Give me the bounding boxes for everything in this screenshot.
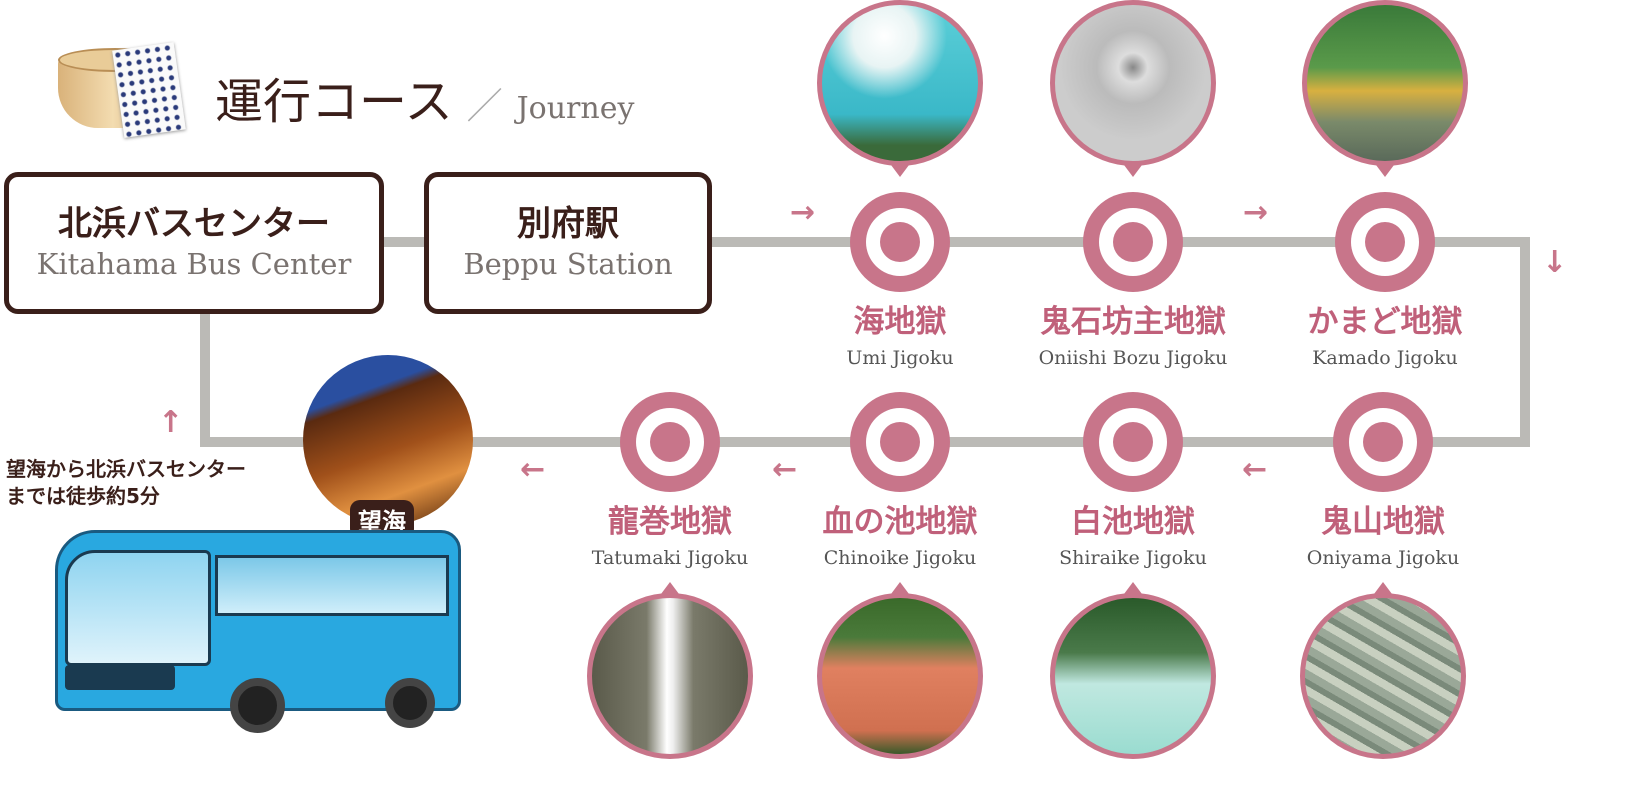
stop-name-jp: 北浜バスセンター xyxy=(58,204,330,245)
station-photo-chinoike-jigoku xyxy=(817,593,983,759)
page-title: 運行コース xyxy=(215,74,453,130)
station-name-jp: 白池地獄 xyxy=(1071,504,1195,540)
stop-beppu-station: 別府駅 Beppu Station xyxy=(424,172,712,314)
station-photo-shiraike-jigoku xyxy=(1050,593,1216,759)
station-photo-oniyama-jigoku xyxy=(1300,593,1466,759)
route-line-right xyxy=(1520,237,1530,447)
station-name-en: Chinoike Jigoku xyxy=(823,547,977,570)
station-marker-chinoike-jigoku xyxy=(850,392,950,492)
walking-note-line2: までは徒歩約5分 xyxy=(6,484,160,508)
photo-pointer xyxy=(1124,582,1142,594)
station-marker-oniishi-bozu-jigoku xyxy=(1083,192,1183,292)
station-marker-umi-jigoku xyxy=(850,192,950,292)
photo-pointer xyxy=(891,582,909,594)
station-name-en: Oniishi Bozu Jigoku xyxy=(1038,347,1228,370)
station-marker-kamado-jigoku xyxy=(1335,192,1435,292)
title-separator: ／ xyxy=(466,86,503,127)
station-label-chinoike-jigoku: 血の池地獄 Chinoike Jigoku xyxy=(770,504,1030,569)
arrow-up-icon: ↑ xyxy=(158,405,184,440)
station-name-jp: 血の池地獄 xyxy=(822,504,978,540)
station-label-oniishi-bozu-jigoku: 鬼石坊主地獄 Oniishi Bozu Jigoku xyxy=(1003,304,1263,369)
station-name-jp: 鬼山地獄 xyxy=(1321,504,1445,540)
station-photo-tatumaki-jigoku xyxy=(587,593,753,759)
photo-pointer xyxy=(1376,165,1394,177)
stop-kitahama-bus-center: 北浜バスセンター Kitahama Bus Center xyxy=(4,172,384,314)
station-label-umi-jigoku: 海地獄 Umi Jigoku xyxy=(770,304,1030,369)
station-photo-kamado-jigoku xyxy=(1302,0,1468,166)
station-photo-umi-jigoku xyxy=(817,0,983,166)
station-marker-tatumaki-jigoku xyxy=(620,392,720,492)
station-name-en: Shiraike Jigoku xyxy=(1059,547,1207,570)
wooden-bath-tub-icon xyxy=(58,38,186,138)
station-photo-oniishi-bozu-jigoku xyxy=(1050,0,1216,166)
station-name-jp: 海地獄 xyxy=(853,304,947,340)
photo-pointer xyxy=(1374,582,1392,594)
station-marker-oniyama-jigoku xyxy=(1333,392,1433,492)
station-marker-shiraike-jigoku xyxy=(1083,392,1183,492)
arrow-down-icon: ↓ xyxy=(1542,245,1568,280)
bus-illustration xyxy=(45,530,461,745)
arrow-left-icon: ← xyxy=(1242,452,1268,487)
route-line-top xyxy=(380,237,1530,247)
photo-pointer xyxy=(661,582,679,594)
route-line-left xyxy=(200,305,210,447)
stop-name-en: Beppu Station xyxy=(463,247,673,282)
arrow-left-icon: ← xyxy=(520,452,546,487)
photo-pointer xyxy=(891,165,909,177)
page-subtitle: Journey xyxy=(516,91,635,126)
arrow-right-icon: → xyxy=(1243,195,1269,230)
stop-name-jp: 別府駅 xyxy=(517,204,619,245)
station-label-shiraike-jigoku: 白池地獄 Shiraike Jigoku xyxy=(1003,504,1263,569)
station-name-en: Oniyama Jigoku xyxy=(1306,547,1460,570)
station-name-en: Kamado Jigoku xyxy=(1312,347,1458,370)
station-name-jp: かまど地獄 xyxy=(1307,304,1463,340)
station-name-en: Umi Jigoku xyxy=(846,347,954,370)
station-name-jp: 龍巻地獄 xyxy=(608,504,732,540)
station-label-oniyama-jigoku: 鬼山地獄 Oniyama Jigoku xyxy=(1253,504,1513,569)
hotel-photo xyxy=(303,355,473,525)
station-label-kamado-jigoku: かまど地獄 Kamado Jigoku xyxy=(1255,304,1515,369)
photo-pointer xyxy=(1124,165,1142,177)
station-name-en: Tatumaki Jigoku xyxy=(591,547,749,570)
walking-note-line1: 望海から北浜バスセンター xyxy=(6,457,246,481)
stop-name-en: Kitahama Bus Center xyxy=(36,247,352,282)
arrow-left-icon: ← xyxy=(772,452,798,487)
arrow-right-icon: → xyxy=(790,195,816,230)
station-label-tatumaki-jigoku: 龍巻地獄 Tatumaki Jigoku xyxy=(540,504,800,569)
station-name-jp: 鬼石坊主地獄 xyxy=(1040,304,1226,340)
